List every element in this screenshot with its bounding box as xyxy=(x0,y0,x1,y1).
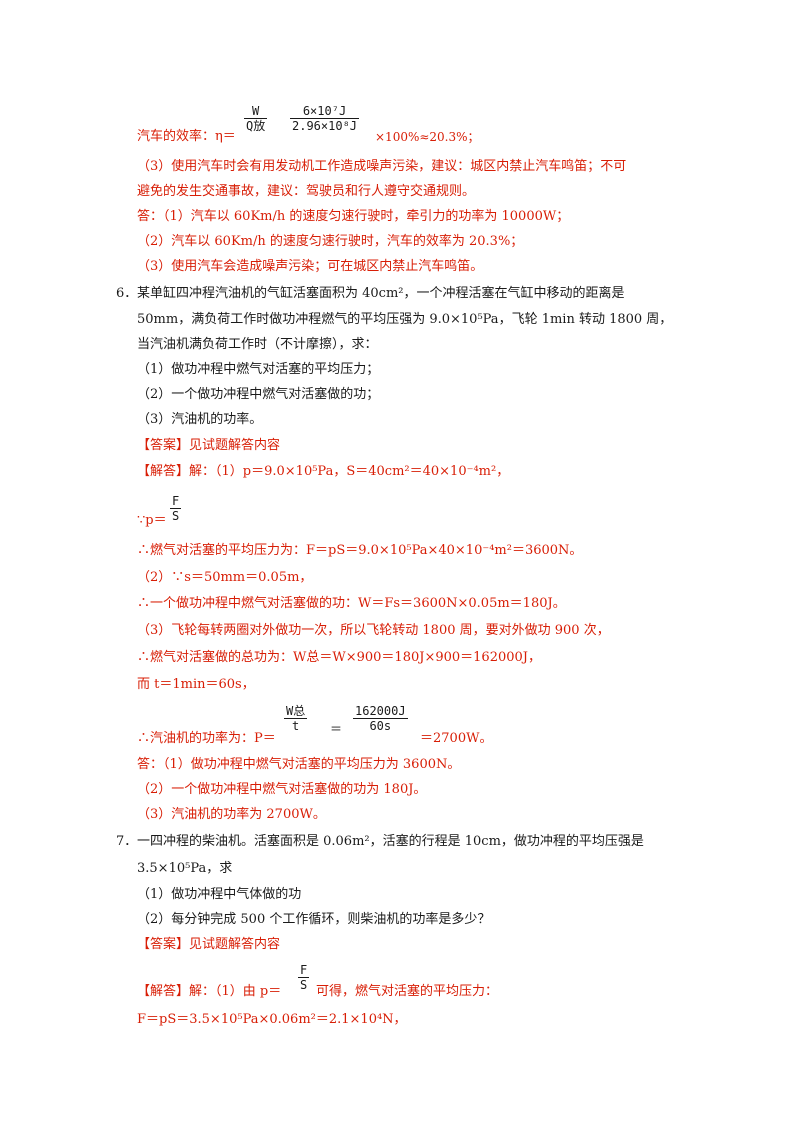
fraction-work-over-heat: 6×10⁷J 2.96×10⁸J xyxy=(290,104,360,133)
fraction-numerator: F xyxy=(298,963,310,978)
fraction-work-over-time: 162000J 60s xyxy=(353,704,408,733)
question6-line1: 某单缸四冲程汽油机的气缸活塞面积为 40cm²，一个冲程活塞在气缸中移动的距离是 xyxy=(137,286,625,301)
solution-part3-line1: （3）使用汽车时会有用发动机工作造成噪声污染，建议：城区内禁止汽车鸣笛；不可 xyxy=(137,159,627,174)
solution-tag: 【解答】 xyxy=(137,464,190,479)
question6-solution-line1: 【解答】解：（1）p＝9.0×10⁵Pa，S＝40cm²＝40×10⁻⁴m²， xyxy=(137,462,509,482)
question6-answer-line1: 答：（1）做功冲程中燃气对活塞的平均压力为 3600N。 xyxy=(137,757,461,772)
question6-solution-line9: ∴汽油机的功率为：P＝ xyxy=(137,731,276,746)
fraction-denominator: S xyxy=(172,509,180,523)
question6-answer-line2: （2）一个做功冲程中燃气对活塞做的功为 180J。 xyxy=(137,782,427,797)
question7-line1: 一四冲程的柴油机。活塞面积是 0.06m²，活塞的行程是 10cm，做功冲程的平… xyxy=(137,834,644,849)
question6-solution-line2: ∵p＝ xyxy=(137,513,167,528)
fraction-f-over-s-q7: F S xyxy=(298,963,310,992)
fraction-denominator: Q放 xyxy=(246,119,266,133)
fraction-numerator: W总 xyxy=(284,704,308,719)
fraction-denominator: t xyxy=(292,719,300,733)
question6-line2: 50mm，满负荷工作时做功冲程燃气的平均压强为 9.0×10⁵Pa，飞轮 1mi… xyxy=(137,312,673,327)
question6-solution-line5: ∴一个做功冲程中燃气对活塞做的功：W＝Fs＝3600N×0.05m＝180J。 xyxy=(137,596,566,611)
question7-answer-tag: 【答案】见试题解答内容 xyxy=(137,937,281,952)
fraction-wtotal-over-t: W总 t xyxy=(284,704,308,733)
question6-solution-line9-result: ＝2700W。 xyxy=(420,731,493,746)
question6-solution-line8: 而 t＝1min＝60s， xyxy=(137,677,255,692)
question7-number: 7． xyxy=(116,834,138,849)
question6-answer-line3: （3）汽油机的功率为 2700W。 xyxy=(137,807,326,822)
fraction-f-over-s: F S xyxy=(170,494,182,523)
fraction-numerator: W xyxy=(244,104,268,119)
question6-sub2: （2）一个做功冲程中燃气对活塞做的功； xyxy=(137,387,380,402)
solution-text: 解：（1）p＝9.0×10⁵Pa，S＝40cm²＝40×10⁻⁴m²， xyxy=(189,464,510,479)
efficiency-label: 汽车的效率：η＝ xyxy=(137,129,236,144)
answer5-line1: 答：（1）汽车以 60Km/h 的速度匀速行驶时，牵引力的功率为 10000W； xyxy=(137,209,570,224)
fraction-numerator: F xyxy=(170,494,182,509)
question7-solution-line2: F＝pS＝3.5×10⁵Pa×0.06m²＝2.1×10⁴N， xyxy=(137,1012,407,1027)
answer5-line2: （2）汽车以 60Km/h 的速度匀速行驶时，汽车的效率为 20.3%； xyxy=(137,234,524,249)
fraction-numerator: 6×10⁷J xyxy=(290,104,360,119)
fraction-denominator: 2.96×10⁸J xyxy=(292,119,358,133)
question7-line2: 3.5×10⁵Pa，求 xyxy=(137,861,233,876)
question6-solution-line7: ∴燃气对活塞做的总功为：W总＝W×900＝180J×900＝162000J， xyxy=(137,650,541,665)
fraction-denominator: 60s xyxy=(369,719,392,733)
question6-line3: 当汽油机满负荷工作时（不计摩擦），求： xyxy=(137,337,378,352)
fraction-w-over-q: W Q放 xyxy=(244,104,268,133)
solution-tag: 【解答】 xyxy=(137,984,190,999)
question7-solution-line1: 【解答】解：（1）由 p＝ xyxy=(137,982,281,1002)
question6-sub1: （1）做功冲程中燃气对活塞的平均压力； xyxy=(137,362,380,377)
fraction-denominator: S xyxy=(300,978,308,992)
fraction-numerator: 162000J xyxy=(353,704,408,719)
question6-solution-line6: （3）飞轮每转两圈对外做功一次，所以飞轮转动 1800 周，要对外做功 900 … xyxy=(137,623,610,638)
question6-solution-line3: ∴燃气对活塞的平均压力为：F＝pS＝9.0×10⁵Pa×40×10⁻⁴m²＝36… xyxy=(137,543,583,558)
efficiency-result: ×100%≈20.3%； xyxy=(375,130,480,144)
question6-sub3: （3）汽油机的功率。 xyxy=(137,412,263,427)
fraction-equals: ＝ xyxy=(330,722,343,736)
question6-number: 6． xyxy=(116,286,138,301)
solution-part3-line2: 避免的发生交通事故，建议：驾驶员和行人遵守交通规则。 xyxy=(137,184,476,199)
question7-sub1: （1）做功冲程中气体做的功 xyxy=(137,887,302,902)
question7-solution-line1-tail: 可得，燃气对活塞的平均压力： xyxy=(316,984,499,999)
question7-sub2: （2）每分钟完成 500 个工作循环，则柴油机的功率是多少？ xyxy=(137,912,491,927)
question6-answer-tag: 【答案】见试题解答内容 xyxy=(137,438,281,453)
answer5-line3: （3）使用汽车会造成噪声污染；可在城区内禁止汽车鸣笛。 xyxy=(137,259,484,274)
solution-text: 解：（1）由 p＝ xyxy=(189,984,282,999)
question6-solution-line4: （2）∵s＝50mm＝0.05m， xyxy=(137,570,313,585)
